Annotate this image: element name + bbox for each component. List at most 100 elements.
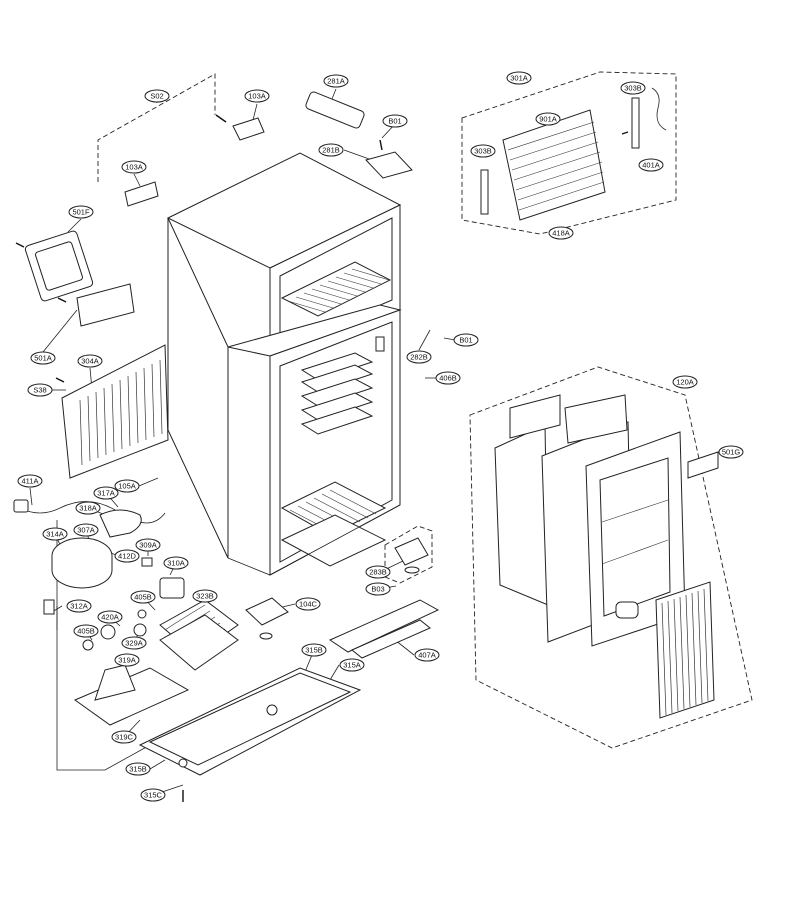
machine-room-parts xyxy=(13,230,185,651)
label-405b-upper: 405B xyxy=(130,590,156,604)
label-901a: 901A xyxy=(535,112,561,126)
svg-text:S38: S38 xyxy=(33,386,46,395)
label-318a: 318A xyxy=(75,501,101,515)
label-406b: 406B xyxy=(435,371,461,385)
svg-text:501A: 501A xyxy=(34,354,52,363)
svg-text:901A: 901A xyxy=(539,115,557,124)
svg-text:283B: 283B xyxy=(369,568,387,577)
svg-text:407A: 407A xyxy=(418,651,436,660)
label-315c: 315C xyxy=(140,788,166,802)
svg-text:411A: 411A xyxy=(22,477,39,486)
door-assembly xyxy=(494,394,719,719)
svg-text:301A: 301A xyxy=(510,74,528,83)
evaporator xyxy=(480,87,667,221)
label-309a: 309A xyxy=(135,538,161,552)
label-501f: 501F xyxy=(68,205,94,219)
svg-text:303B: 303B xyxy=(624,84,642,93)
label-501a: 501A xyxy=(30,351,56,365)
label-103a-left: 103A xyxy=(121,160,147,174)
svg-text:B01: B01 xyxy=(459,336,472,345)
svg-text:S02: S02 xyxy=(150,92,163,101)
hinge-bottom xyxy=(245,537,429,640)
freezer-shelf xyxy=(280,261,392,317)
label-b01-top: B01 xyxy=(382,114,408,128)
door-group-box xyxy=(469,366,753,749)
label-319c: 319C xyxy=(111,730,137,744)
label-303b-left: 303B xyxy=(470,144,496,158)
label-304a: 304A xyxy=(77,354,103,368)
svg-text:420A: 420A xyxy=(101,613,119,622)
svg-text:303B: 303B xyxy=(474,147,492,156)
base-frame-315A xyxy=(138,667,362,802)
svg-text:282B: 282B xyxy=(410,353,428,362)
condenser-coil xyxy=(159,599,239,671)
label-323b: 323B xyxy=(192,589,218,603)
svg-text:405B: 405B xyxy=(134,593,152,602)
label-283b: 283B xyxy=(365,565,391,579)
label-281b: 281B xyxy=(318,143,344,157)
front-cover-407A xyxy=(328,599,440,659)
svg-text:501G: 501G xyxy=(722,448,741,457)
condenser-grille xyxy=(79,359,163,466)
label-103a-top: 103A xyxy=(244,89,270,103)
label-281a: 281A xyxy=(323,74,349,88)
compressor xyxy=(51,537,113,589)
svg-text:281B: 281B xyxy=(322,146,340,155)
label-317a: 317A xyxy=(93,486,119,500)
label-501g: 501G xyxy=(718,445,744,459)
fridge-shelves xyxy=(300,352,374,435)
svg-text:307A: 307A xyxy=(77,526,95,535)
top-hinge-parts xyxy=(124,91,413,207)
svg-text:312A: 312A xyxy=(70,602,88,611)
label-307a: 307A xyxy=(73,523,99,537)
svg-text:B03: B03 xyxy=(371,585,384,594)
refrigerator-cabinet xyxy=(166,152,402,576)
svg-text:401A: 401A xyxy=(642,161,660,170)
svg-text:412D: 412D xyxy=(118,552,137,561)
svg-text:323B: 323B xyxy=(196,592,214,601)
svg-text:310A: 310A xyxy=(167,559,185,568)
label-315a: 315A xyxy=(339,658,365,672)
label-315b-upper: 315B xyxy=(301,643,327,657)
svg-text:318A: 318A xyxy=(79,504,97,513)
door-grille xyxy=(655,581,715,719)
label-319a: 319A xyxy=(114,653,140,667)
evaporator-group-box xyxy=(461,71,677,235)
svg-text:501F: 501F xyxy=(72,208,90,217)
svg-text:281A: 281A xyxy=(327,77,345,86)
label-411a: 411A xyxy=(17,474,43,488)
label-407a: 407A xyxy=(414,648,440,662)
label-120a: 120A xyxy=(672,375,698,389)
svg-text:103A: 103A xyxy=(248,92,266,101)
label-b03: B03 xyxy=(365,582,391,596)
label-s02: S02 xyxy=(144,89,170,103)
label-105a: 105A xyxy=(114,479,140,493)
label-405b-lower: 405B xyxy=(73,624,99,638)
svg-text:304A: 304A xyxy=(81,357,99,366)
svg-text:315C: 315C xyxy=(144,791,163,800)
label-412d: 412D xyxy=(114,549,140,563)
svg-text:405B: 405B xyxy=(77,627,95,636)
label-282b: 282B xyxy=(406,350,432,364)
label-312a: 312A xyxy=(66,599,92,613)
svg-text:315B: 315B xyxy=(305,646,323,655)
label-104c: 104C xyxy=(295,597,321,611)
part-labels: S02 103A 281A B01 281B 103A 301A 303B 90… xyxy=(17,71,744,802)
base-plate-319A xyxy=(73,664,190,726)
svg-text:314A: 314A xyxy=(46,530,64,539)
svg-text:317A: 317A xyxy=(97,489,115,498)
label-314a: 314A xyxy=(42,527,68,541)
label-310a: 310A xyxy=(163,556,189,570)
label-301a: 301A xyxy=(506,71,532,85)
svg-text:103A: 103A xyxy=(125,163,143,172)
label-b01-mid: B01 xyxy=(453,333,479,347)
svg-text:319C: 319C xyxy=(115,733,134,742)
label-329a: 329A xyxy=(121,636,147,650)
label-418a: 418A xyxy=(548,226,574,240)
label-315b-lower: 315B xyxy=(125,762,151,776)
svg-text:104C: 104C xyxy=(299,600,318,609)
label-401a: 401A xyxy=(638,158,664,172)
svg-text:B01: B01 xyxy=(388,117,401,126)
svg-text:309A: 309A xyxy=(139,541,157,550)
